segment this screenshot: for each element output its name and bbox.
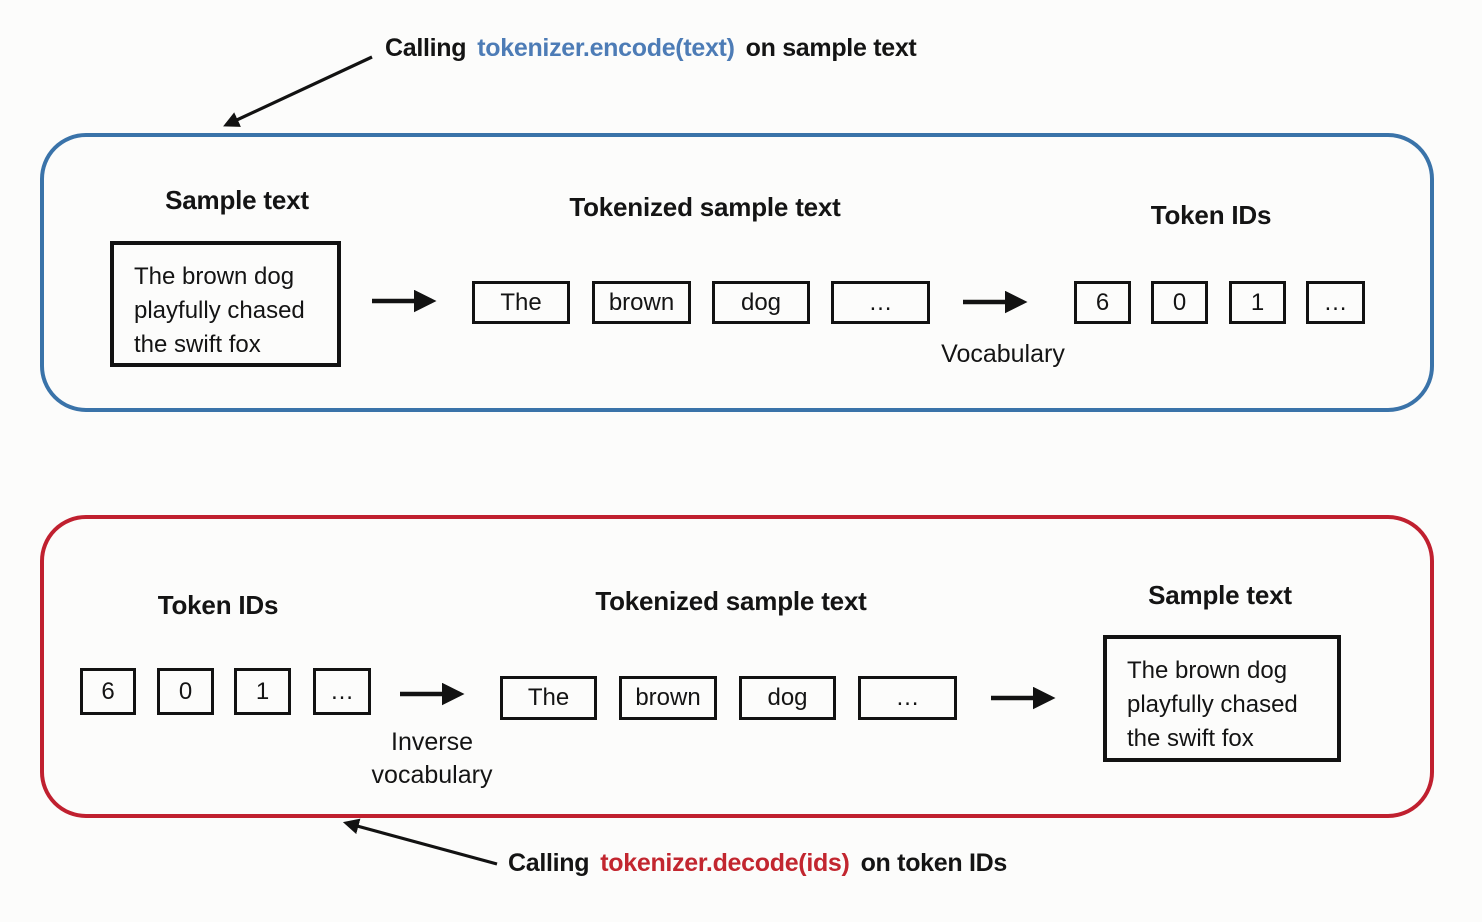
decode-token-box: … — [858, 676, 957, 720]
encode-caption: Calling tokenizer.encode(text) on sample… — [385, 34, 917, 63]
decode-token-id-box: 1 — [234, 668, 291, 715]
encode-sample-text-box: The brown dog playfully chased the swift… — [110, 241, 341, 367]
encode-token-id-box: 0 — [1151, 281, 1208, 324]
encode-annotation-arrow — [223, 55, 373, 127]
decode-token-id-box: 6 — [80, 668, 136, 715]
encode-caption-suffix: on sample text — [745, 34, 917, 62]
decode-token-id-box: … — [313, 668, 371, 715]
encode-token-id-box: … — [1306, 281, 1365, 324]
decode-caption-prefix: Calling — [508, 849, 590, 877]
encode-tokenized-heading: Tokenized sample text — [569, 192, 841, 222]
decode-token-id-box: 0 — [157, 668, 214, 715]
decode-caption-code: tokenizer.decode(ids) — [600, 849, 850, 877]
encode-token-id-box: 6 — [1074, 281, 1131, 324]
decode-token-box: The — [500, 676, 597, 720]
decode-tokenized-heading: Tokenized sample text — [595, 586, 867, 616]
decode-token-box: brown — [619, 676, 717, 720]
encode-token-id-box: 1 — [1229, 281, 1286, 324]
decode-annotation-arrow — [342, 818, 498, 866]
encode-token-box: The — [472, 281, 570, 324]
encode-panel — [40, 133, 1434, 412]
decode-sample-heading: Sample text — [1148, 580, 1292, 610]
encode-token-box: … — [831, 281, 930, 324]
decode-caption: Calling tokenizer.decode(ids) on token I… — [508, 849, 1007, 878]
decode-sample-text-box: The brown dog playfully chased the swift… — [1103, 635, 1341, 762]
inverse-vocabulary-label: Inverse vocabulary — [371, 728, 493, 789]
decode-panel — [40, 515, 1434, 818]
encode-token-box: brown — [592, 281, 691, 324]
encode-token-box: dog — [712, 281, 810, 324]
encode-sample-heading: Sample text — [165, 185, 309, 215]
encode-token-ids-heading: Token IDs — [1150, 200, 1272, 230]
decode-token-box: dog — [739, 676, 836, 720]
encode-caption-code: tokenizer.encode(text) — [477, 34, 735, 62]
decode-caption-suffix: on token IDs — [860, 849, 1008, 877]
decode-token-ids-heading: Token IDs — [157, 590, 279, 620]
encode-caption-prefix: Calling — [385, 34, 467, 62]
vocabulary-label: Vocabulary — [941, 340, 1065, 368]
